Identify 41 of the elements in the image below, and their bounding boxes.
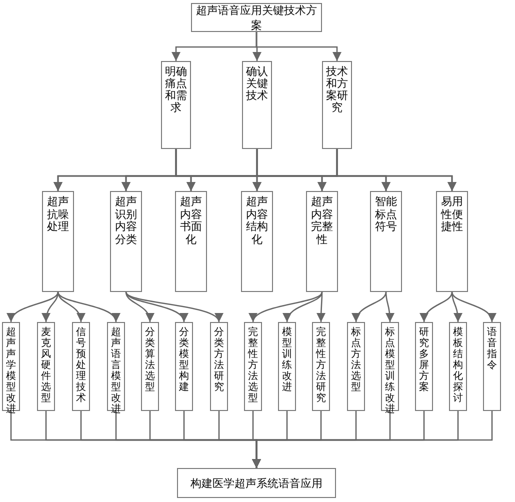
arrow (57, 292, 118, 322)
process-box: 语音指令 (483, 322, 501, 411)
process-box: 标点方法选型 (347, 322, 365, 411)
process-box: 超声语音应用关键技术方案 (191, 3, 322, 32)
process-box: 超声语言模型改进 (107, 322, 125, 411)
arrow (451, 292, 462, 322)
process-box: 分类算法选型 (141, 322, 159, 411)
process-box: 明确痛点和需求 (161, 61, 191, 149)
arrow (451, 292, 495, 322)
process-box: 麦克风硬件选型 (37, 322, 55, 411)
arrow (42, 292, 59, 322)
arrow (8, 292, 59, 322)
arrow (256, 32, 342, 61)
arrow (336, 149, 457, 191)
process-box: 信号预处理技术 (72, 322, 90, 411)
arrow (284, 292, 323, 322)
process-box: 超声内容书面化 (175, 191, 207, 292)
process-box: 模型训练改进 (278, 322, 296, 411)
process-box: 超声声学模型改进 (2, 322, 20, 411)
process-box: 完整性方法研究 (312, 322, 330, 411)
process-box: 标点模型训练改进 (381, 322, 399, 411)
process-box: 确认关键技术 (242, 61, 272, 149)
arrow (385, 292, 394, 322)
arrow (57, 292, 85, 322)
process-box: 超声识别内容分类 (110, 191, 142, 292)
process-box: 模板结构化探讨 (449, 322, 467, 411)
process-box: 分类模型构建 (175, 322, 193, 411)
process-box: 超声内容结构化 (241, 191, 273, 292)
process-box: 分类方法研究 (210, 322, 228, 411)
arrow (420, 292, 453, 322)
process-box: 技术和方案研究 (322, 61, 352, 149)
process-box: 完整性方法选型 (244, 322, 262, 411)
process-box: 易用性便捷性 (436, 191, 468, 292)
process-box: 智能标点符号 (370, 191, 402, 292)
process-box: 构建医学超声系统语音应用 (177, 468, 336, 498)
process-box: 研究多屏方案 (415, 322, 433, 411)
process-box: 超声抗噪处理 (42, 191, 74, 292)
arrow (352, 292, 387, 322)
arrow (316, 292, 326, 322)
arrow (252, 292, 323, 322)
process-box: 超声内容完整性 (306, 191, 338, 292)
